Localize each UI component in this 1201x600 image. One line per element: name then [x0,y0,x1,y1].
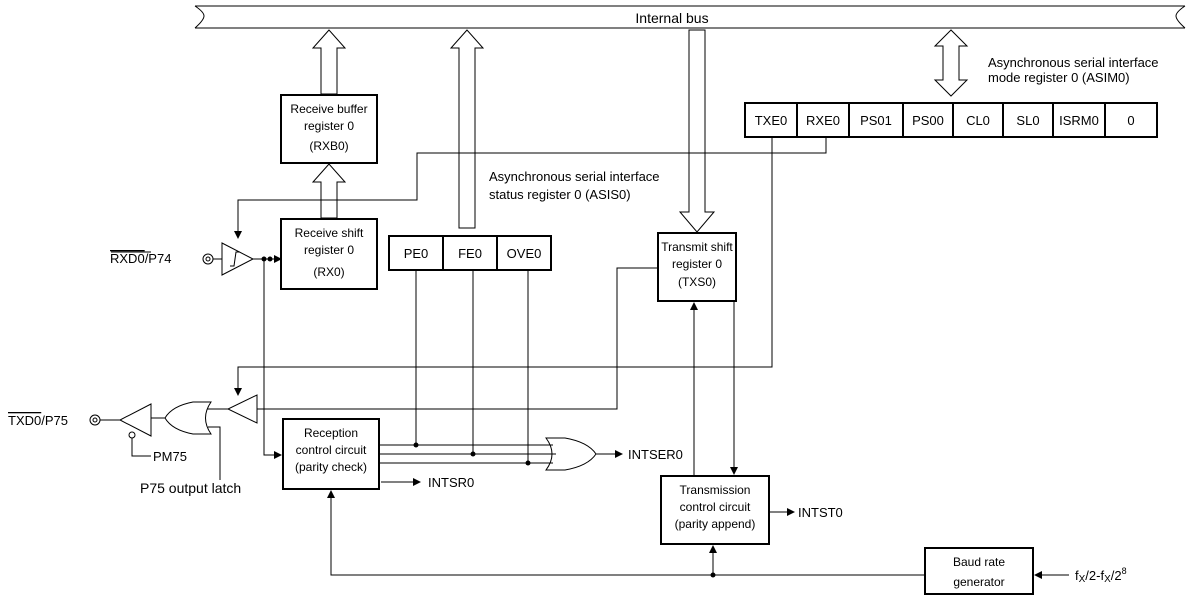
reception-control-circuit: Reception control circuit (parity check) [282,418,380,490]
rx0-line3: (RX0) [313,265,344,279]
intst0-label: INTST0 [798,505,843,520]
asis0-bit-fe0: FE0 [442,235,498,271]
asim0-bit-rxe0: RXE0 [796,102,850,138]
internal-bus: Internal bus [194,5,1186,29]
txs0-box: Transmit shift register 0 (TXS0) [657,232,737,302]
asim0-title-line1: Asynchronous serial interface [988,55,1159,70]
bus-arrow-to-txs0 [678,29,716,233]
asim0-bit-label: 0 [1127,113,1134,128]
asim0-bit-label: ISRM0 [1059,113,1099,128]
intser0-or-gate [545,437,597,471]
bus-arrow-rx0-to-rxb0 [311,163,347,219]
asim0-bit-cl0: CL0 [952,102,1004,138]
reception-line1: Reception [304,426,358,440]
pm75-label: PM75 [153,449,187,464]
txd-or-gate [164,401,212,435]
bus-arrow-rxb0-up [311,29,347,95]
intser0-label: INTSER0 [628,447,683,462]
asis0-title-line1: Asynchronous serial interface [489,169,660,184]
asim0-bit-label: TXE0 [755,113,788,128]
asim0-bit-label: PS00 [912,113,944,128]
asim0-bit-ps01: PS01 [848,102,904,138]
intsr0-label: INTSR0 [428,475,474,490]
clock-input-label: fX/2-fX/28 [1075,566,1127,585]
asim0-bit-sl0: SL0 [1002,102,1054,138]
p75-output-latch-label: P75 output latch [140,480,241,496]
txs0-line1: Transmit shift [661,240,733,254]
bus-arrow-asim0-bidirectional [933,29,969,97]
asim0-bit-label: PS01 [860,113,892,128]
txd-output-driver [118,403,152,439]
reception-line3: (parity check) [295,460,367,474]
asim0-bit-isrm0: ISRM0 [1052,102,1106,138]
rx0-line1: Receive shift [295,226,364,240]
transmission-line3: (parity append) [675,517,756,531]
asim0-bit-txe0: TXE0 [744,102,798,138]
asis0-bit-ove0: OVE0 [496,235,552,271]
asis0-bit-pe0: PE0 [388,235,444,271]
reception-line2: control circuit [296,443,367,457]
txd-output-buffer [226,394,258,424]
asim0-register: TXE0 RXE0 PS01 PS00 CL0 SL0 ISRM0 0 [744,102,1158,138]
rxb0-line2: register 0 [304,119,354,133]
schmitt-input-buffer [221,242,255,276]
asim0-bit-0: 0 [1104,102,1158,138]
bus-arrow-asis0-up [449,29,485,229]
rx0-box: Receive shift register 0 (RX0) [280,218,378,290]
clock-input: fX/2-fX/28 [1034,566,1127,585]
rxd0-pin-label: RXD0/P74 [110,251,171,266]
asis0-bit-label: OVE0 [507,246,542,261]
baud-line2: generator [953,575,1004,589]
txd0-pin-label: TXD0/P75 [8,413,68,428]
rxb0-line3: (RXB0) [309,139,348,153]
asim0-bit-label: CL0 [966,113,990,128]
asim0-bit-label: SL0 [1016,113,1039,128]
asim0-title-line2: mode register 0 (ASIM0) [988,70,1130,85]
rx0-line2: register 0 [304,243,354,257]
asim0-bit-ps00: PS00 [902,102,954,138]
txd0-pin: TXD0/P75 [8,413,120,428]
transmission-line2: control circuit [680,500,751,514]
baud-rate-generator: Baud rate generator [924,547,1034,595]
txs0-line3: (TXS0) [678,275,716,289]
asis0-bit-label: PE0 [404,246,429,261]
rxd0-pin: RXD0/P74 [110,251,222,266]
txs0-line2: register 0 [672,257,722,271]
transmission-control-circuit: Transmission control circuit (parity app… [660,475,770,545]
baud-line1: Baud rate [953,555,1005,569]
asis0-register: PE0 FE0 OVE0 [388,235,552,271]
internal-bus-label: Internal bus [635,10,708,26]
asis0-bit-label: FE0 [458,246,482,261]
rxb0-box: Receive buffer register 0 (RXB0) [280,94,378,164]
rxb0-line1: Receive buffer [290,102,367,116]
asim0-bit-label: RXE0 [806,113,840,128]
asis0-title-line2: status register 0 (ASIS0) [489,187,631,202]
transmission-line1: Transmission [680,483,751,497]
